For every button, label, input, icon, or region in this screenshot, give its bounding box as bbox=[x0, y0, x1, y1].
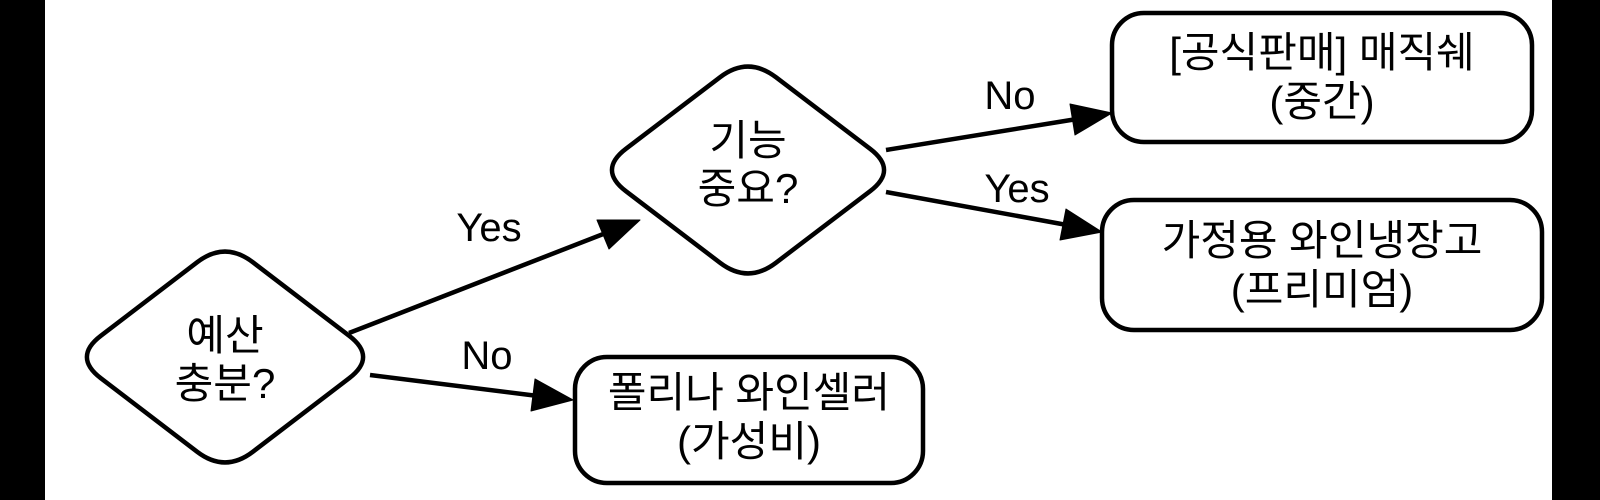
left-black-strip bbox=[0, 0, 45, 500]
arrowhead-icon bbox=[1069, 103, 1113, 136]
edge-line-features-premium bbox=[885, 189, 1068, 228]
node-paulina-result: 폴리나 와인셀러 (가성비) bbox=[572, 354, 926, 486]
node-budget-decision: 예산 충분? bbox=[84, 249, 366, 465]
node-label-line: 중요? bbox=[698, 165, 799, 212]
rounded-box-shape bbox=[572, 354, 926, 486]
node-premium-result: 가정용 와인냉장고 (프리미엄) bbox=[1099, 197, 1545, 333]
arrowhead-icon bbox=[530, 378, 574, 412]
node-label-line: 충분? bbox=[175, 360, 276, 407]
edge-label-yes: Yes bbox=[456, 206, 521, 250]
edge-line-features-magicche bbox=[885, 116, 1078, 153]
node-label-line: 기능 bbox=[709, 117, 786, 164]
edge-budget-to-features: Yes bbox=[348, 206, 641, 336]
node-label-line: 폴리나 와인셀러 bbox=[608, 369, 890, 416]
edge-line-budget-paulina bbox=[369, 372, 539, 399]
rounded-box-shape bbox=[1099, 197, 1545, 333]
edge-features-to-premium: Yes bbox=[885, 167, 1103, 241]
node-label-line: (중간) bbox=[1269, 78, 1374, 125]
arrowhead-icon bbox=[1059, 208, 1103, 241]
node-label-line: (가성비) bbox=[677, 418, 821, 465]
node-magicche-result: [공식판매] 매직쉐 (중간) bbox=[1109, 10, 1535, 145]
diamond-shape bbox=[609, 64, 887, 276]
edge-features-to-magicche: No bbox=[885, 74, 1113, 153]
node-label-line: (프리미엄) bbox=[1231, 266, 1414, 313]
edge-label-yes: Yes bbox=[984, 167, 1049, 211]
node-label-line: 예산 bbox=[186, 312, 263, 359]
edge-label-no: No bbox=[461, 334, 512, 378]
arrowhead-icon bbox=[596, 219, 641, 250]
diamond-shape bbox=[84, 249, 366, 465]
node-features-decision: 기능 중요? bbox=[609, 64, 887, 276]
rounded-box-shape bbox=[1109, 10, 1535, 145]
node-label-line: [공식판매] 매직쉐 bbox=[1169, 29, 1475, 76]
node-label-line: 가정용 와인냉장고 bbox=[1162, 217, 1483, 264]
right-black-strip bbox=[1552, 0, 1600, 500]
edge-label-no: No bbox=[984, 74, 1035, 118]
edge-line-budget-features bbox=[348, 228, 612, 336]
edge-budget-to-paulina: No bbox=[369, 334, 574, 412]
